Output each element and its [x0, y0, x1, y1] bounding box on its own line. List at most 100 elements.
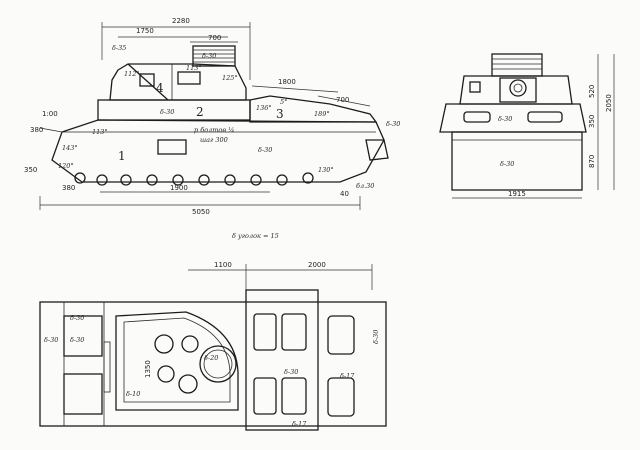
vision-slot — [177, 71, 201, 85]
front-hatch-right — [527, 111, 563, 123]
engine-deck — [245, 289, 319, 431]
armor-plan-center: δ-30 — [284, 368, 298, 376]
gun-bore — [513, 83, 523, 93]
front-lower-hull — [451, 131, 583, 191]
armor-rear-plate: δ-30 — [386, 120, 400, 128]
armor-plan-side: δ-30 — [70, 336, 84, 344]
road-wheel — [74, 172, 86, 184]
front-cupola — [491, 53, 543, 77]
front-bay-upper — [63, 315, 103, 357]
dim-1100: 1100 — [214, 261, 232, 269]
angle-113a: 113° — [92, 128, 108, 136]
gun-port — [509, 79, 527, 97]
periscope-2 — [181, 335, 199, 353]
rear-bay-upper — [327, 315, 355, 355]
ref-label: бл.30 — [356, 182, 374, 190]
dim-2280: 2280 — [172, 17, 190, 25]
road-wheel — [172, 174, 184, 186]
angle-130: 130° — [318, 166, 334, 174]
rear-deck — [249, 95, 378, 123]
angle-120: 120° — [58, 162, 74, 170]
dim-870: 870 — [588, 155, 596, 168]
armor-turret-front: δ-35 — [112, 44, 126, 52]
road-wheel — [96, 174, 108, 186]
angle-113b: 113° — [186, 64, 202, 72]
road-wheel — [250, 174, 262, 186]
armor-front-upper: δ-30 — [498, 115, 512, 123]
dim-2000: 2000 — [308, 261, 326, 269]
dim-700b: 700 — [336, 96, 349, 104]
angle-136: 136° — [256, 104, 272, 112]
road-wheel — [146, 174, 158, 186]
dim-40: 40 — [340, 190, 349, 198]
angle-125: 125° — [222, 74, 238, 82]
front-vision — [469, 81, 481, 93]
road-wheel — [120, 174, 132, 186]
note-pitch: шаг 300 — [200, 136, 228, 144]
front-view: δ-30 δ-30 1915 520 350 870 2050 — [439, 53, 615, 199]
road-wheel — [198, 174, 210, 186]
road-wheel — [276, 174, 288, 186]
turret-platform — [115, 311, 239, 411]
dim-front-top: 1:00 — [42, 110, 58, 118]
dim-2050: 2050 — [605, 94, 613, 112]
footnote: δ уголок = 15 — [232, 232, 279, 240]
engine-hatch-3 — [253, 377, 277, 415]
periscope-3 — [157, 365, 175, 383]
superstructure — [109, 63, 247, 101]
dim-line-rear-slope — [317, 95, 371, 107]
dim-350: 350 — [24, 166, 37, 174]
dim-380: 380 — [30, 126, 43, 134]
cupola — [192, 45, 236, 67]
periscope-4 — [178, 374, 198, 394]
periscope-1 — [154, 334, 174, 354]
front-mantlet — [499, 77, 537, 103]
section-3: 3 — [276, 107, 284, 121]
main-hull — [51, 119, 385, 183]
side-view: 2280 1750 700 δ-30 δ-35 112° 113° 125° 4… — [24, 17, 400, 240]
section-2: 2 — [196, 105, 204, 119]
dim-1915: 1915 — [508, 190, 526, 198]
armor-plan-rear2: δ-17 — [292, 420, 307, 428]
dim-520: 520 — [588, 85, 596, 98]
engine-hatch-1 — [253, 313, 277, 351]
plan-hull — [39, 301, 387, 427]
armor-plan-mid: δ-17 — [340, 372, 355, 380]
armor-hull-upper: δ-30 — [160, 108, 174, 116]
road-wheel — [224, 174, 236, 186]
section-1: 1 — [118, 149, 126, 163]
dim-700: 700 — [208, 34, 221, 42]
hatch-ring — [199, 345, 237, 383]
plate-label: δ-10 — [126, 390, 140, 398]
angle-5: 5° — [280, 98, 287, 106]
angle-112: 112° — [124, 70, 140, 78]
dim-1350: 1350 — [144, 360, 152, 378]
armor-plan-front: δ-30 — [70, 314, 84, 322]
plan-view: 1100 2000 δ-30 δ-30 δ-30 δ-20 1350 δ-10 — [39, 261, 387, 431]
armor-plan-left: δ-30 — [44, 336, 58, 344]
dim-wheel-h: 380 — [62, 184, 75, 192]
angle-143: 143° — [62, 144, 78, 152]
section-4: 4 — [156, 81, 164, 95]
front-leader — [39, 127, 63, 133]
angle-189: 189° — [314, 110, 330, 118]
note-bolts: р болтов ¼ — [194, 126, 234, 134]
driver-plate — [103, 341, 111, 393]
armor-hatch-ring: δ-20 — [204, 354, 218, 362]
dim-350b: 350 — [588, 115, 596, 128]
dim-5050: 5050 — [192, 208, 210, 216]
engine-hatch-4 — [281, 377, 307, 415]
side-hatch — [157, 139, 187, 155]
hatch-ring-inner — [203, 349, 233, 379]
road-wheels — [74, 172, 314, 186]
front-upper-hull — [439, 103, 587, 133]
dim-line-rear — [251, 85, 339, 93]
dim-1750: 1750 — [136, 27, 154, 35]
rear-bay-lower — [327, 377, 355, 417]
front-bay-lower — [63, 373, 103, 415]
armor-turret-top: δ-30 — [202, 52, 216, 60]
rear-plate — [365, 139, 389, 161]
front-hatch-left — [463, 111, 491, 123]
